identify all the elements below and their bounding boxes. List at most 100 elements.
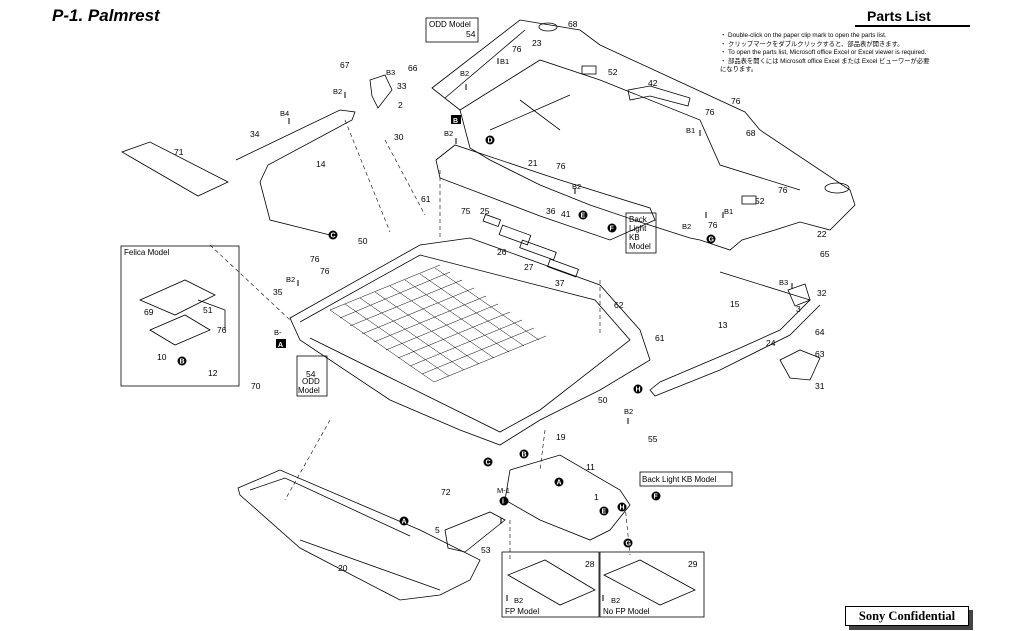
callout: 34 — [250, 129, 260, 139]
screw-code: B2 — [333, 87, 342, 96]
ref-marker: A — [557, 480, 562, 487]
callout: 63 — [815, 349, 825, 359]
callout: 55 — [648, 434, 658, 444]
callout: 41 — [561, 209, 571, 219]
fp-bracket-28 — [507, 559, 596, 606]
callout: 28 — [585, 559, 595, 569]
callout: 64 — [815, 327, 825, 337]
callout: 76 — [778, 185, 788, 195]
screw-code: B- — [274, 328, 282, 337]
parts-list-underline — [855, 25, 970, 27]
callout: 71 — [174, 147, 184, 157]
ref-marker: B — [180, 359, 185, 366]
callout: 26 — [497, 247, 507, 257]
callout: 68 — [746, 128, 756, 138]
odd-model-label: ODD Model — [429, 20, 471, 29]
callout: 22 — [817, 229, 827, 239]
callout: 52 — [755, 196, 765, 206]
callout: 62 — [614, 300, 624, 310]
callout: 53 — [481, 545, 491, 555]
note-line: ・ To open the parts list, Microsoft offi… — [720, 49, 927, 57]
felica-model-label: Felica Model — [124, 248, 170, 257]
screw-code: B2 — [460, 69, 469, 78]
callout: 20 — [338, 563, 348, 573]
screw-code: B3 — [779, 278, 788, 287]
felica-board-69 — [139, 279, 216, 316]
part-callouts: 1 2 3 5 10 11 12 13 14 15 19 20 21 22 23… — [144, 19, 830, 573]
callout: 1 — [594, 492, 599, 502]
ref-marker: H — [636, 387, 641, 394]
parts-list-link[interactable]: Parts List — [867, 8, 931, 24]
screw-code: M-1 — [497, 486, 510, 495]
ref-marker: H — [620, 505, 625, 512]
callout: 42 — [648, 78, 658, 88]
bracket-14 — [235, 109, 356, 236]
hinge-bracket-33 — [369, 74, 393, 109]
no-fp-model-label: No FP Model — [603, 607, 650, 616]
cable-71 — [121, 141, 229, 197]
ref-marker: F — [610, 226, 615, 233]
ref-marker: C — [486, 460, 491, 467]
part-37 — [547, 258, 579, 278]
back-light-kb-box-upper — [625, 212, 657, 254]
callout: 76 — [512, 44, 522, 54]
callout: 35 — [273, 287, 283, 297]
back-light-label-d: Model — [629, 242, 651, 251]
screw-markers — [288, 58, 793, 601]
callout: 50 — [358, 236, 368, 246]
note-line: ・ Double-click on the paper clip mark to… — [720, 32, 887, 39]
callout: 51 — [203, 305, 213, 315]
callout: 21 — [528, 158, 538, 168]
callout: 75 — [461, 206, 471, 216]
callout: 70 — [251, 381, 261, 391]
bracket-52a — [581, 65, 597, 75]
callout: 11 — [586, 462, 595, 472]
ref-marker: D — [488, 138, 493, 145]
callout: 76 — [217, 325, 227, 335]
fp-model-label: FP Model — [505, 607, 539, 616]
keyboard-key-grid — [329, 264, 547, 383]
note-line: になります。 — [720, 66, 758, 74]
board-1 — [504, 454, 631, 541]
middle-frame-36 — [435, 144, 656, 241]
ref-marker-square: A — [278, 342, 283, 349]
screw-code: B2 — [444, 129, 453, 138]
screw-code: B3 — [386, 68, 395, 77]
callout: 19 — [556, 432, 566, 442]
callout: 12 — [208, 368, 218, 378]
screw-code: B1 — [724, 207, 733, 216]
bracket-31 — [779, 349, 821, 381]
callout: 76 — [556, 161, 566, 171]
callout: 65 — [820, 249, 830, 259]
no-fp-model-box — [599, 551, 705, 618]
callout: 50 — [598, 395, 608, 405]
ref-marker: G — [709, 237, 715, 244]
callout: 23 — [532, 38, 542, 48]
callout: 61 — [421, 194, 431, 204]
callout: 24 — [766, 338, 776, 348]
callout: 27 — [524, 262, 534, 272]
screw-code: B2 — [286, 275, 295, 284]
callout: 61 — [655, 333, 665, 343]
callout: 36 — [546, 206, 556, 216]
part-27 — [519, 239, 557, 261]
callout: 76 — [705, 107, 715, 117]
assembly-leader-lines — [209, 119, 631, 560]
ref-marker: E — [581, 213, 586, 220]
speaker-22 — [824, 182, 850, 194]
ref-marker: F — [654, 494, 659, 501]
felica-model-box — [120, 245, 240, 387]
palmrest-frame-19 — [289, 237, 651, 446]
fp-model-box — [501, 551, 600, 618]
callout: 2 — [398, 100, 403, 110]
ref-marker: B — [522, 452, 527, 459]
note-line: ・ 部品表を開くには Microsoft office Excel または Ex… — [720, 57, 930, 65]
callout: 68 — [568, 19, 578, 29]
callout: 69 — [144, 307, 154, 317]
back-light-label-b: Light — [629, 224, 647, 233]
callout: 76 — [708, 220, 718, 230]
top-chassis-panel — [431, 19, 856, 251]
back-light-kb-box — [639, 471, 733, 487]
felica-cable-51 — [197, 299, 226, 330]
